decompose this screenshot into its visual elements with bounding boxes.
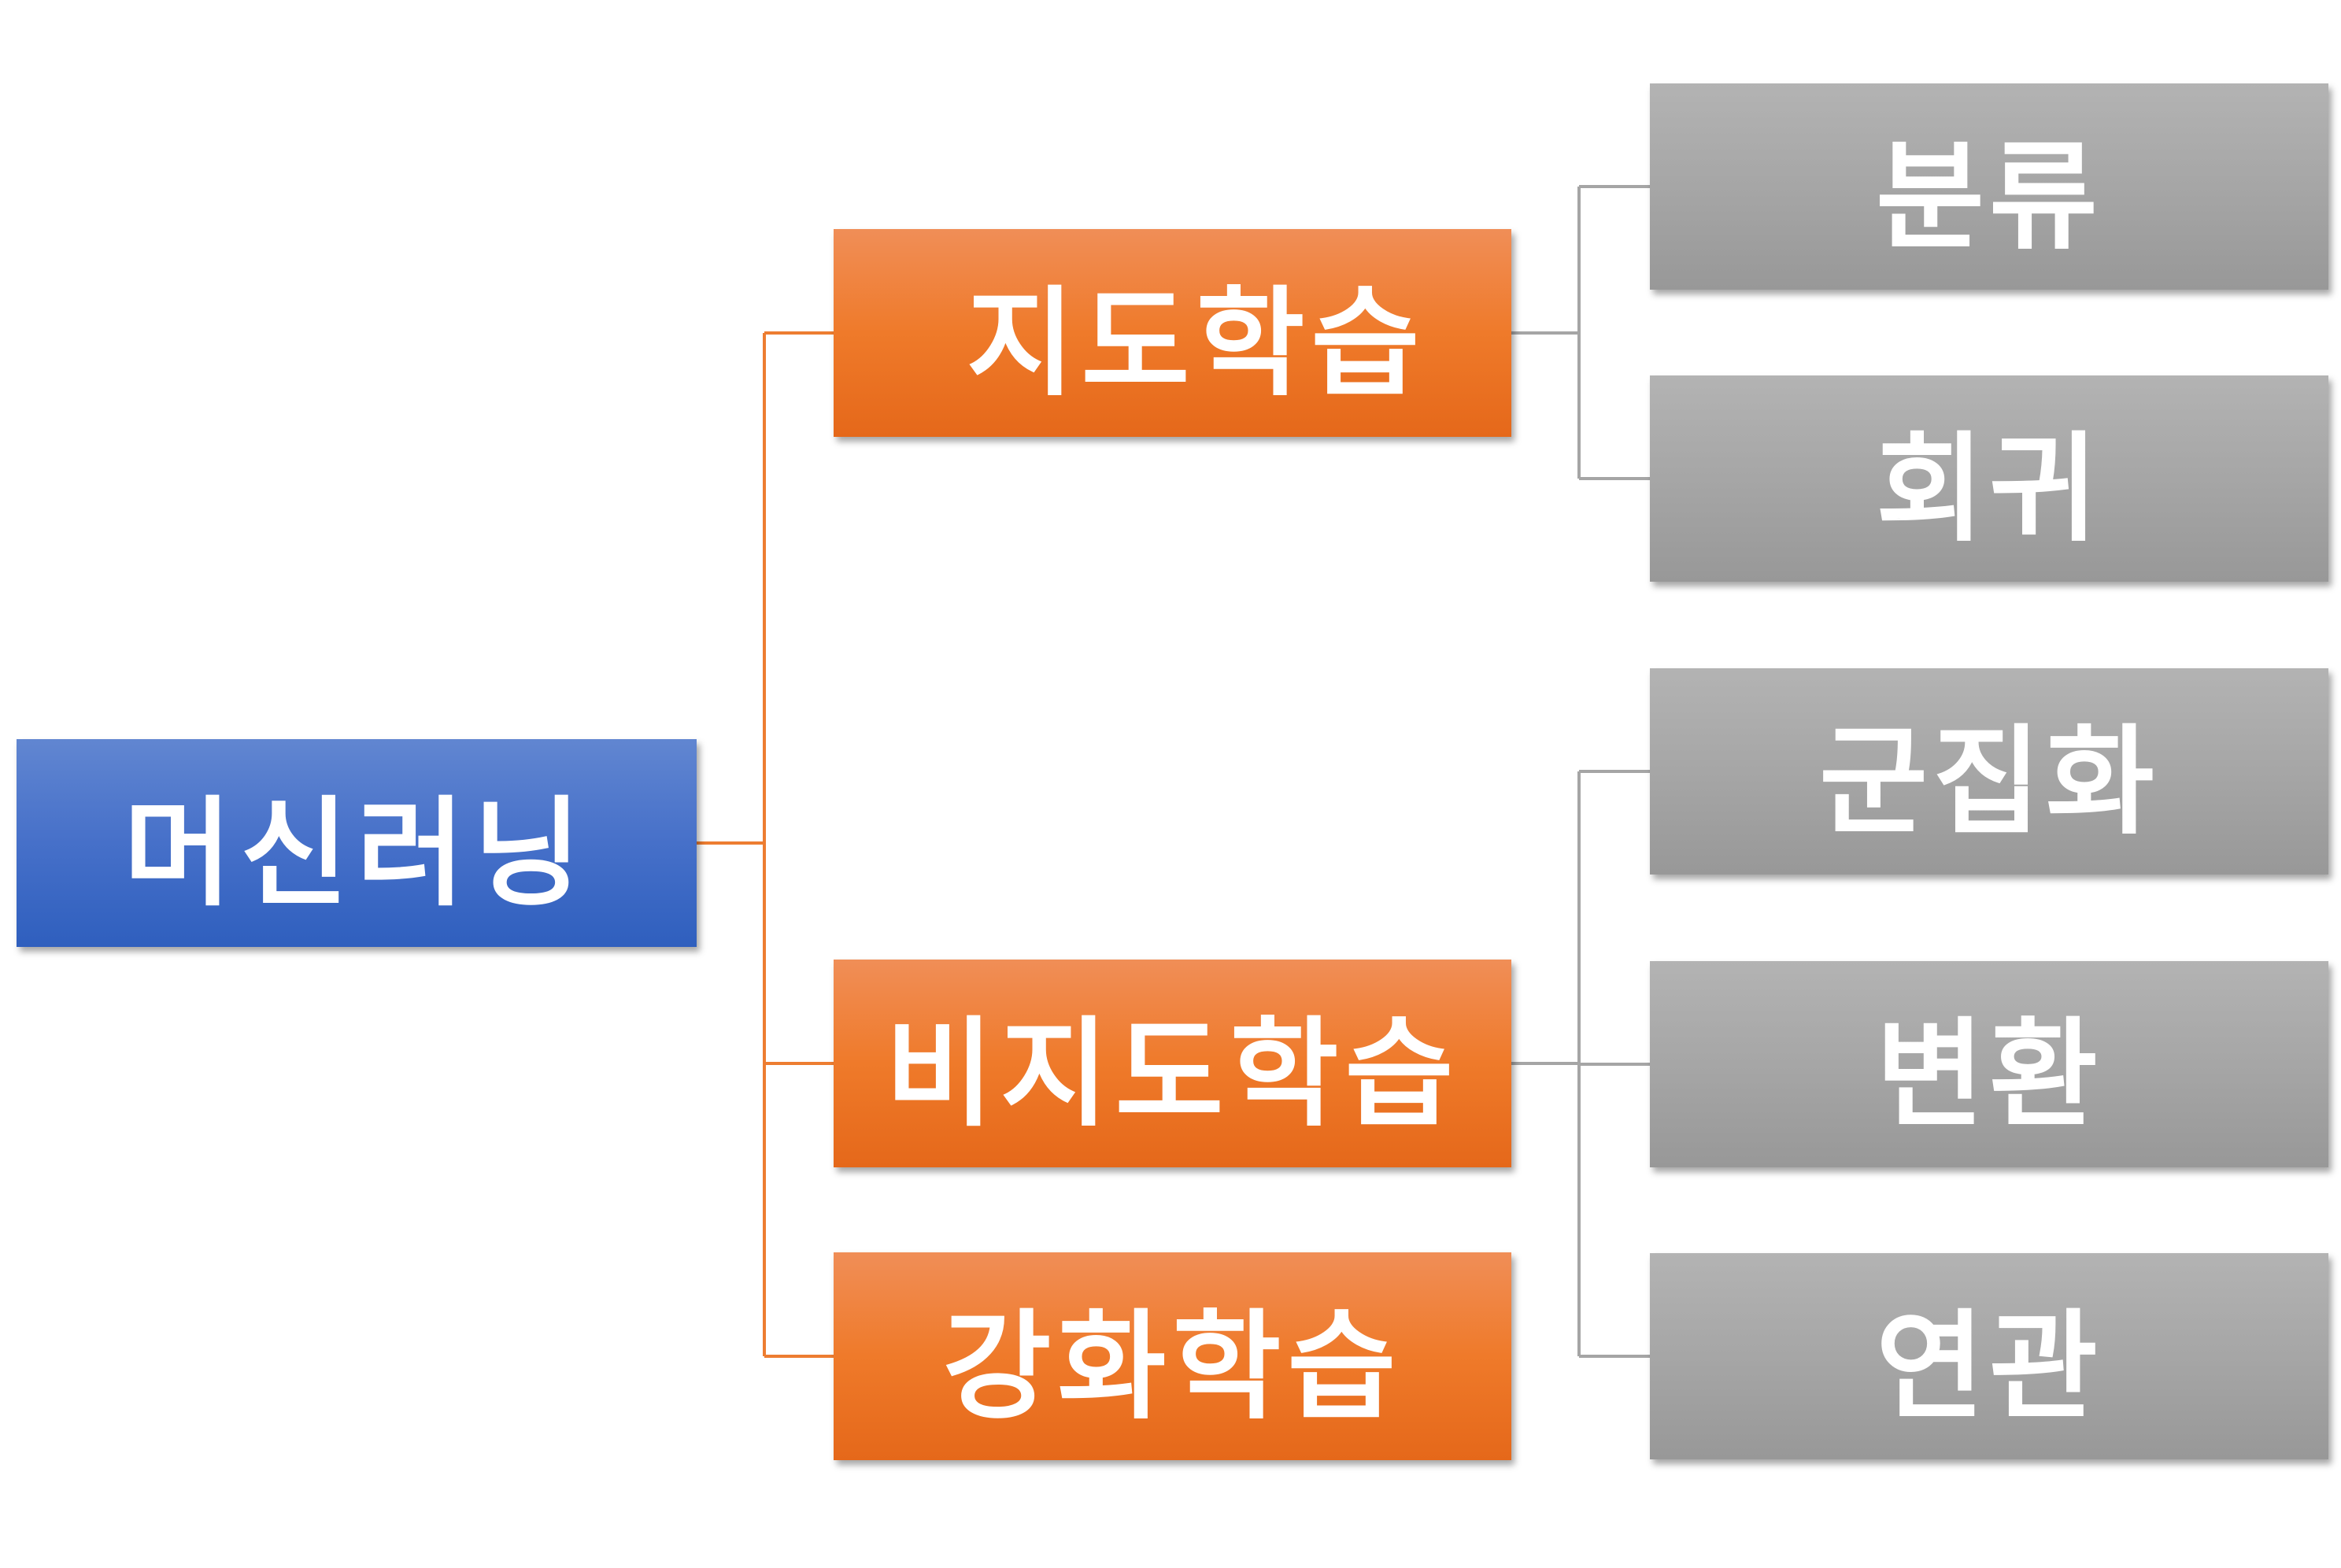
branch-label-unsupervised: 비지도학습: [885, 1005, 1460, 1143]
branch-node-unsupervised: 비지도학습: [834, 960, 1511, 1167]
branch-node-supervised: 지도학습: [834, 229, 1511, 437]
branch-label-supervised: 지도학습: [966, 275, 1426, 412]
supervised-connectors: [1511, 185, 1650, 480]
branch-node-reinforcement: 강화학습: [834, 1252, 1511, 1460]
branch-label-reinforcement: 강화학습: [942, 1298, 1403, 1436]
leaf-label-regression: 회귀: [1875, 420, 2102, 558]
leaf-node-classification: 분류: [1650, 83, 2328, 290]
leaf-node-clustering: 군집화: [1650, 668, 2328, 875]
root-node-machine-learning: 머신러닝: [17, 739, 697, 947]
leaf-label-clustering: 군집화: [1818, 713, 2159, 851]
leaf-label-transformation: 변환: [1875, 1006, 2102, 1144]
leaf-node-regression: 회귀: [1650, 375, 2328, 582]
root-connectors: [697, 331, 834, 1358]
unsupervised-connectors: [1511, 770, 1650, 1358]
leaf-label-association: 연관: [1875, 1298, 2102, 1436]
leaf-node-association: 연관: [1650, 1253, 2328, 1459]
leaf-label-classification: 분류: [1875, 128, 2102, 266]
root-label: 머신러닝: [123, 785, 590, 923]
leaf-node-transformation: 변환: [1650, 961, 2328, 1167]
